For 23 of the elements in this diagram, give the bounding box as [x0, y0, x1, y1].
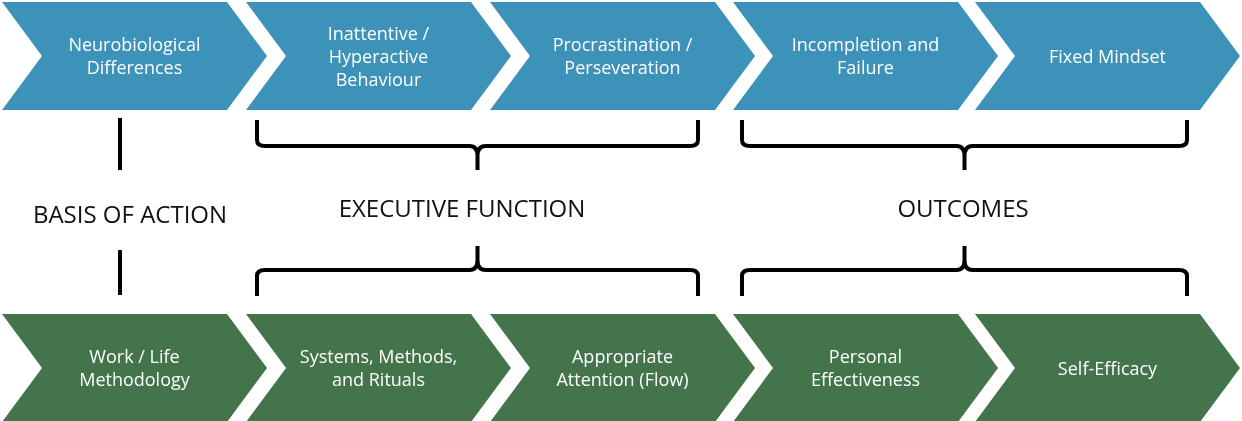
- step-label: Neurobiological Differences: [67, 33, 202, 79]
- chevron-step: [490, 2, 755, 110]
- chevron-step: [490, 314, 755, 421]
- step-label: Appropriate Attention (Flow): [555, 345, 690, 391]
- chevron-step: [2, 2, 267, 110]
- chevron-step: [733, 2, 998, 110]
- chevron-step: [2, 314, 267, 421]
- step-label: Personal Effectiveness: [809, 345, 922, 391]
- section-label: OUTCOMES: [897, 190, 1029, 224]
- chevron-step: [733, 314, 998, 421]
- step-label: Incompletion and Failure: [790, 33, 941, 79]
- step-label: Fixed Mindset: [1048, 44, 1167, 68]
- section-label: EXECUTIVE FUNCTION: [338, 190, 586, 224]
- step-label: Procrastination / Perseveration: [551, 33, 694, 79]
- chevron-step: [246, 314, 511, 421]
- step-label: Inattentive / Hyperactive Behaviour: [326, 21, 431, 91]
- step-label: Systems, Methods, and Rituals: [298, 345, 459, 391]
- chevron-step: [975, 2, 1240, 110]
- section-label: BASIS OF ACTION: [32, 196, 228, 230]
- chevron-step: [975, 314, 1240, 421]
- chevron-step: [246, 2, 511, 110]
- step-label: Work / Life Methodology: [78, 345, 191, 391]
- step-label: Self-Efficacy: [1056, 356, 1159, 380]
